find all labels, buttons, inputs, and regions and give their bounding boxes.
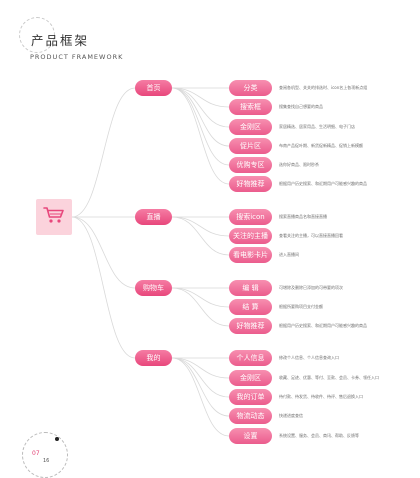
feature-description: 布南产品促叶期、新货促新精品、促销上新模额 bbox=[279, 143, 363, 148]
feature-node: 设置 bbox=[229, 428, 272, 444]
feature-node: 看电影卡片 bbox=[229, 247, 272, 263]
header-decor-circle bbox=[19, 17, 55, 53]
feature-description: 快递进度查信 bbox=[279, 413, 303, 418]
feature-description: 查看关注的主播，可以直接直播回看 bbox=[279, 233, 343, 238]
feature-node: 促片区 bbox=[229, 138, 272, 154]
category-node: 我的 bbox=[135, 350, 172, 366]
feature-node: 结 算 bbox=[229, 299, 272, 315]
link-0-4 bbox=[171, 87, 230, 166]
page-title: 产品框架 bbox=[31, 33, 90, 48]
link-root-to-3 bbox=[71, 216, 136, 359]
pagination-dot bbox=[55, 437, 59, 441]
category-node: 首页 bbox=[135, 80, 172, 96]
root-node bbox=[36, 199, 72, 235]
feature-description: 查阅各机型、关关的排选时、icon名上各项新点组 bbox=[279, 85, 368, 90]
feature-description: 家居精选、居家用品、生活明细、电子门店 bbox=[279, 124, 355, 129]
feature-description: 搜索直播商品名和直接直播 bbox=[279, 214, 327, 219]
feature-node: 物流动态 bbox=[229, 408, 272, 424]
page-number-total: 16 bbox=[43, 458, 50, 464]
page-subtitle: PRODUCT FRAMEWORK bbox=[30, 53, 124, 61]
feature-description: 选你好商品、限时秒杀 bbox=[279, 162, 319, 167]
link-1-1 bbox=[171, 216, 230, 237]
feature-node: 搜索icon bbox=[229, 209, 272, 225]
feature-node: 好物推荐 bbox=[229, 176, 272, 192]
feature-node: 金刚区 bbox=[229, 370, 272, 386]
page-number-current: 07 bbox=[32, 450, 40, 457]
feature-node: 个人信息 bbox=[229, 350, 272, 366]
feature-node: 好物推荐 bbox=[229, 318, 272, 334]
link-3-3 bbox=[171, 357, 230, 417]
feature-node: 编 辑 bbox=[229, 280, 272, 296]
link-1-2 bbox=[171, 216, 230, 256]
feature-description: 根据用户历史搜索、和近期用户可能感兴趣的商品 bbox=[279, 181, 367, 186]
link-3-4 bbox=[171, 357, 230, 437]
feature-description: 搜集查找自己想要的商品 bbox=[279, 104, 323, 109]
feature-description: 根据用户历史搜索、和近期用户可能感兴趣的商品 bbox=[279, 323, 367, 328]
link-2-2 bbox=[171, 287, 230, 327]
link-root-to-0 bbox=[71, 87, 136, 218]
link-2-1 bbox=[171, 287, 230, 308]
link-0-2 bbox=[171, 87, 230, 128]
feature-description: 系统设置、服务、会员、商讯、帮助、反馈等 bbox=[279, 433, 359, 438]
feature-description: 根据所要购项目支付金额 bbox=[279, 304, 323, 309]
feature-description: 修改个人信息、个人信息查询入口 bbox=[279, 355, 339, 360]
feature-description: 可增除及删除已添加的可带要的项次 bbox=[279, 285, 343, 290]
category-node: 购物车 bbox=[135, 280, 172, 296]
feature-node: 搜索框 bbox=[229, 99, 272, 115]
feature-node: 关注的主播 bbox=[229, 228, 272, 244]
feature-description: 收藏、足迹、优惠、等付、至款、会员、卡券、领任入口 bbox=[279, 375, 379, 380]
pagination-decor-circle bbox=[22, 432, 68, 478]
link-3-2 bbox=[171, 357, 230, 398]
feature-node: 优购专区 bbox=[229, 157, 272, 173]
feature-node: 分类 bbox=[229, 80, 272, 96]
feature-description: 进入直播间 bbox=[279, 252, 299, 257]
feature-node: 我的订单 bbox=[229, 389, 272, 405]
feature-description: 待付款、待发货、待收件、待评、售后退换入口 bbox=[279, 394, 363, 399]
shopping-cart-icon bbox=[43, 206, 65, 228]
category-node: 直播 bbox=[135, 209, 172, 225]
feature-node: 金刚区 bbox=[229, 119, 272, 135]
link-0-5 bbox=[171, 87, 230, 185]
link-root-to-2 bbox=[71, 216, 136, 289]
